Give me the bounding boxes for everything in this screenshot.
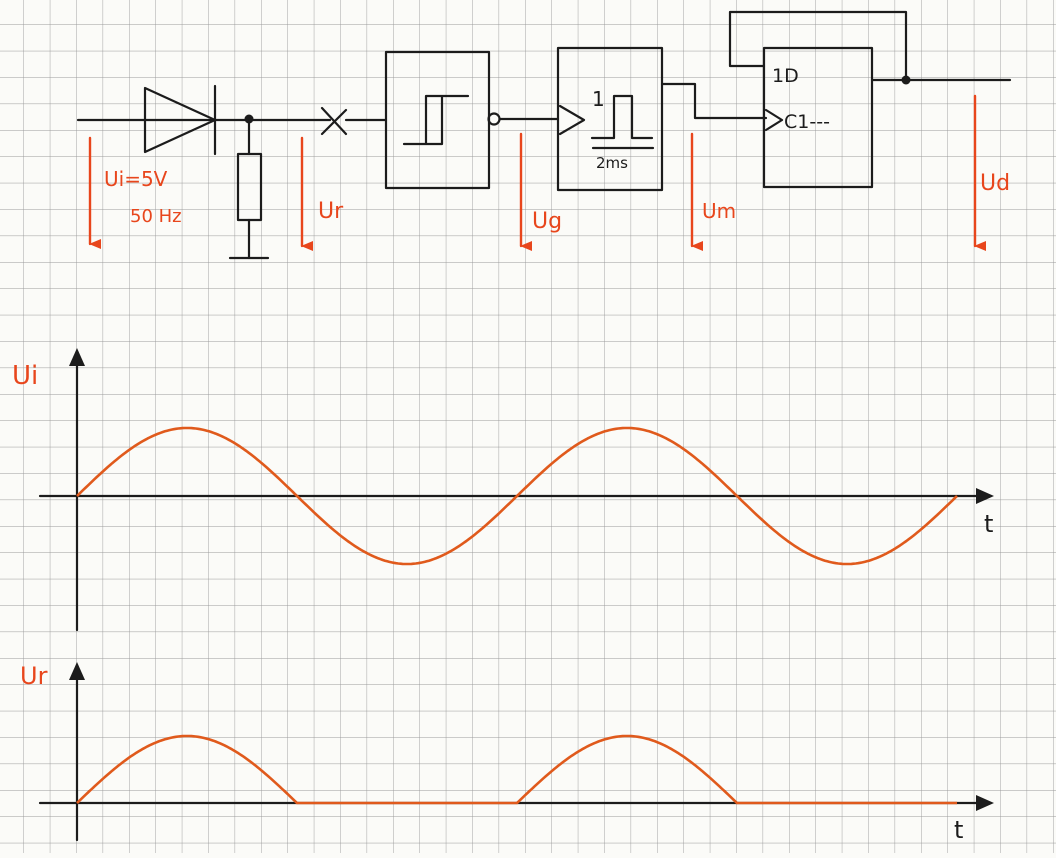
ui-frequency-label: 50 Hz <box>130 206 182 227</box>
graph-ui-sine-wave <box>76 426 958 566</box>
graph-ui-xlabel: t <box>984 510 993 538</box>
graph-ui-ylabel: Ui <box>12 361 38 391</box>
ui-input-label: Ui=5V <box>104 167 168 191</box>
output-node <box>901 75 911 85</box>
flipflop-d-label: 1D <box>772 65 799 87</box>
graph-ur <box>38 662 994 842</box>
voltage-arrows <box>88 94 986 251</box>
graph-ur-xlabel: t <box>954 816 963 844</box>
d-flipflop-block <box>762 46 874 189</box>
monoflop-pulse-label: 2ms <box>596 154 628 172</box>
monoflop-block <box>556 46 664 192</box>
monoflop-output-label: 1 <box>592 87 605 111</box>
graph-ur-rectified-wave <box>76 734 957 805</box>
break-point-marker <box>320 106 348 136</box>
ug-label: Ug <box>532 209 562 234</box>
ur-label: Ur <box>318 199 344 224</box>
um-label: Um <box>702 199 736 223</box>
graph-ur-ylabel: Ur <box>20 662 48 690</box>
resistor-symbol <box>228 118 270 260</box>
graph-ui <box>38 348 994 632</box>
schmitt-trigger-block <box>384 50 501 190</box>
flipflop-clock-label: C1--- <box>784 111 830 133</box>
feedback-wire <box>728 10 908 82</box>
ud-label: Ud <box>980 171 1010 196</box>
circuit: 1 2ms 1D C1--- <box>76 10 1012 260</box>
